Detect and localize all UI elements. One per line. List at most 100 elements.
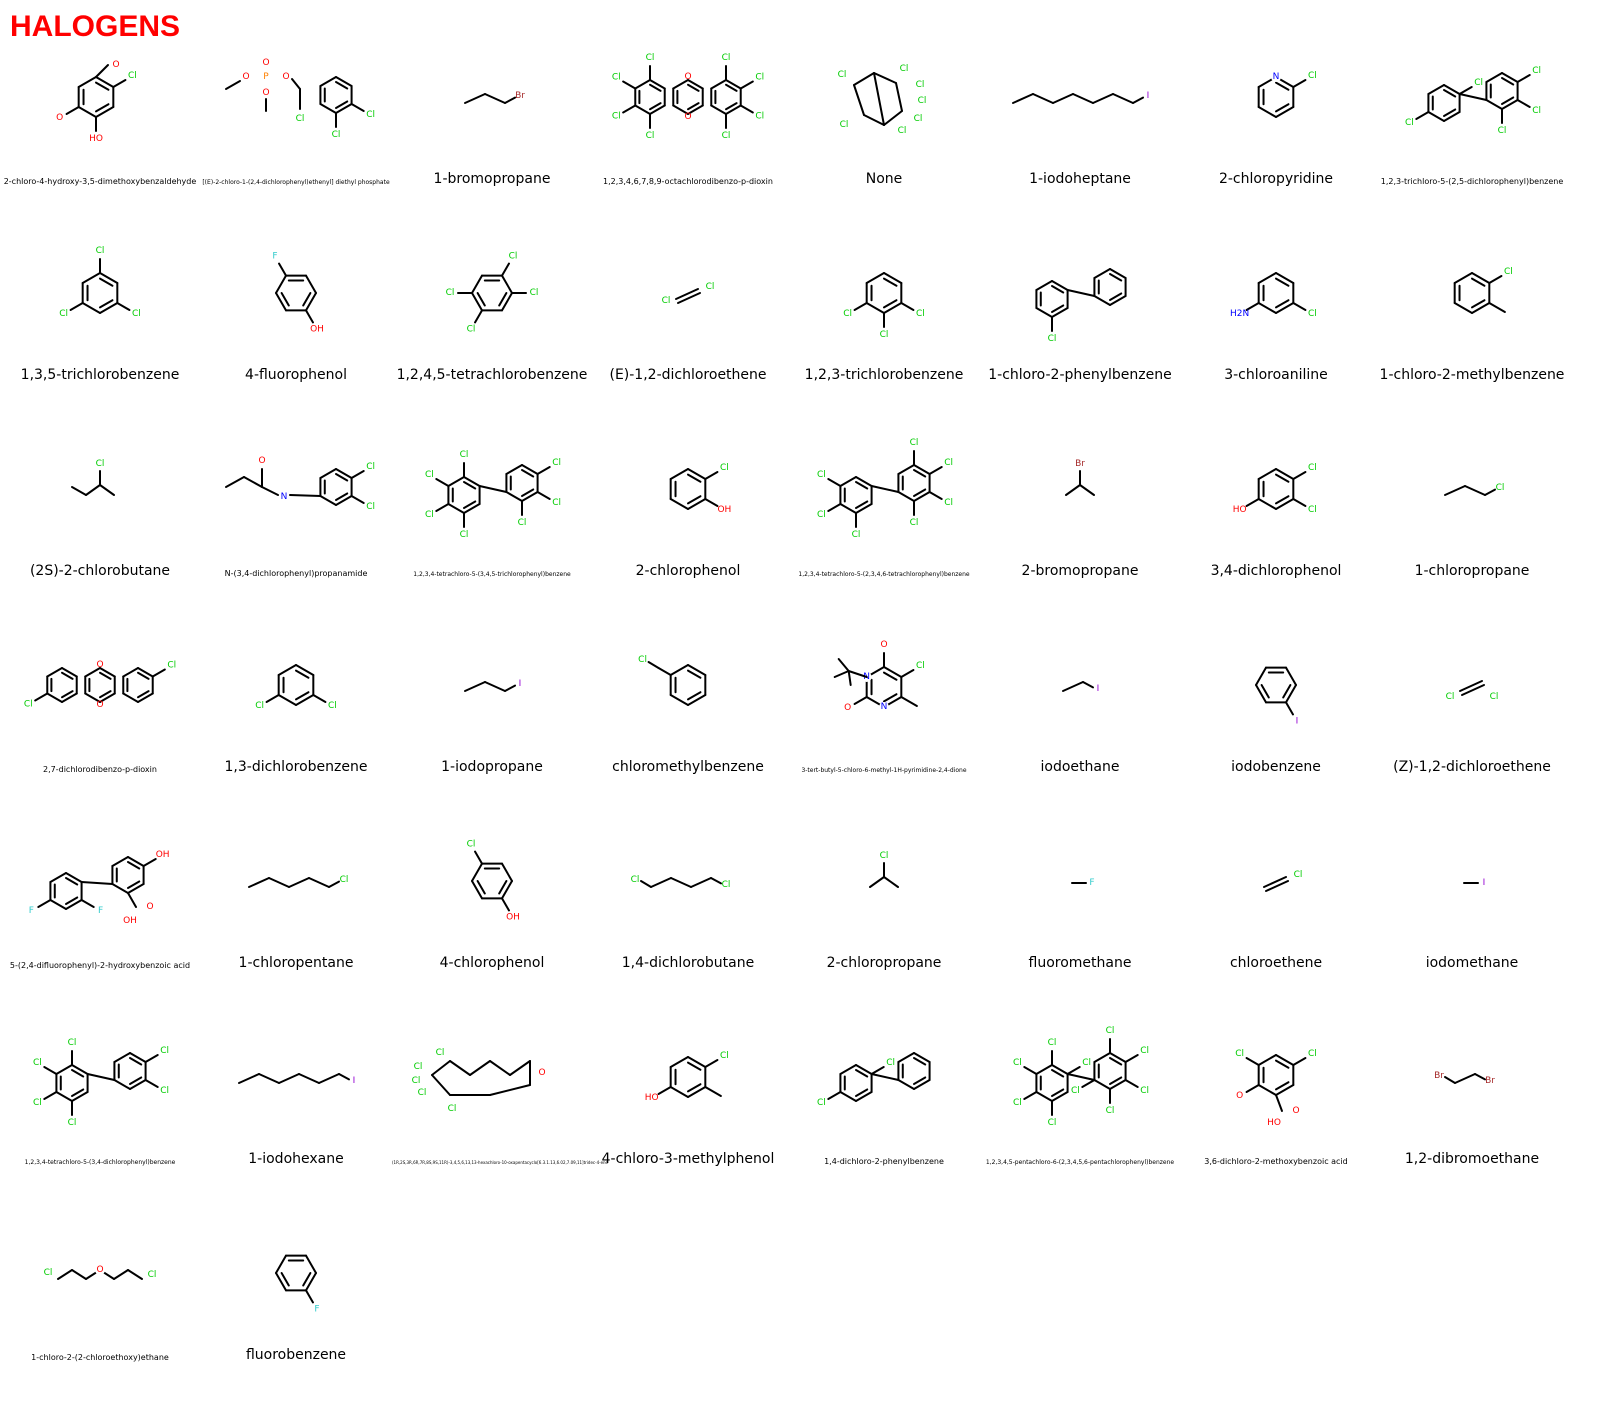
- ring-bond: [505, 491, 523, 502]
- chain-bond: [1444, 485, 1466, 496]
- atom-label: Cl: [638, 655, 647, 665]
- double-bond: [1260, 684, 1270, 699]
- molecule-cell: Cl(2S)-2-chlorobutane: [0, 437, 200, 637]
- atom-label: Cl: [24, 700, 33, 710]
- atom-label: Cl: [328, 701, 337, 711]
- double-bond: [335, 473, 349, 482]
- atom-label: Cl: [612, 73, 621, 83]
- ring-bond: [471, 292, 483, 312]
- double-bond: [335, 100, 349, 109]
- ring-bond: [1471, 302, 1491, 314]
- ring-bond: [319, 76, 337, 87]
- ring-bond: [687, 664, 707, 676]
- substituent-bond: [853, 696, 868, 705]
- ring-bond: [275, 1272, 287, 1292]
- biaryl-bond: [1458, 93, 1488, 101]
- bond: [833, 670, 850, 678]
- atom-label: Cl: [467, 840, 476, 850]
- atom-label: Cl: [1235, 1049, 1244, 1059]
- substituent-bond: [1292, 1057, 1307, 1066]
- ring-bond: [127, 856, 145, 867]
- double-bond: [99, 690, 112, 699]
- ring-bond: [505, 464, 523, 475]
- chain-bond: [268, 877, 290, 888]
- ring-bond: [46, 692, 63, 703]
- molecule-name: fluorobenzene: [245, 1347, 347, 1363]
- ring-bond: [71, 1064, 89, 1075]
- ring-bond: [687, 1086, 707, 1098]
- substituent-bond: [501, 897, 510, 912]
- atom-label: Cl: [1490, 692, 1499, 702]
- molecule-name: 1-chloropentane: [238, 955, 354, 971]
- ring-bond: [1051, 280, 1069, 291]
- ring-bond: [447, 476, 465, 487]
- double-bond: [1471, 277, 1486, 287]
- ring-bond: [61, 667, 78, 678]
- ring-bond: [81, 272, 101, 284]
- atom-label: Cl: [817, 470, 826, 480]
- chain-bond: [308, 877, 330, 888]
- substituent-bond: [1285, 701, 1294, 716]
- atom-label: Br: [515, 91, 525, 101]
- substituent-bond: [827, 1091, 842, 1100]
- ring-bond: [1427, 84, 1445, 95]
- ring-bond: [84, 667, 101, 678]
- ring-bond: [669, 498, 689, 510]
- atom-label: Cl: [509, 252, 518, 262]
- chain-bond: [278, 1073, 300, 1084]
- atom-label: Cl: [1294, 870, 1303, 880]
- structure-diagram: I: [1062, 681, 1099, 694]
- substituent-bond: [704, 498, 719, 507]
- atom-label: Cl: [167, 661, 176, 671]
- substituent-bond: [144, 1054, 159, 1063]
- atom-label: Cl: [910, 438, 919, 448]
- ring-bond: [897, 491, 915, 502]
- double-bond: [855, 481, 869, 490]
- chain-bond: [258, 1073, 280, 1084]
- atom-label: Cl: [944, 458, 953, 468]
- molecule-name: (2S)-2-chlorobutane: [29, 563, 171, 579]
- double-bond: [913, 1057, 927, 1066]
- atom-label: F: [98, 906, 103, 916]
- double-bond: [280, 292, 290, 307]
- double-bond: [855, 500, 869, 509]
- ring-bond: [669, 664, 689, 676]
- biaryl-bond: [478, 485, 508, 493]
- ring-bond: [277, 694, 297, 706]
- double-bond: [1443, 89, 1457, 98]
- substituent-bond: [278, 262, 287, 277]
- bond: [328, 880, 340, 888]
- ring-bond: [897, 1079, 915, 1090]
- chain-bond: [1062, 681, 1084, 692]
- double-bond: [1471, 299, 1486, 309]
- atom-label: Cl: [68, 1038, 77, 1048]
- molecule-name: 1-chloro-2-phenylbenzene: [988, 367, 1172, 383]
- substituent-bond: [1081, 1079, 1096, 1088]
- ring-bond: [687, 468, 707, 480]
- atom-label: Cl: [1140, 1086, 1149, 1096]
- double-bond: [1275, 1059, 1290, 1069]
- substituent-bond: [265, 694, 280, 703]
- ring-bond: [137, 667, 154, 678]
- substituent-bond: [704, 1059, 719, 1068]
- ring-bond: [77, 76, 97, 88]
- ring-bond: [305, 292, 317, 312]
- double-bond: [463, 500, 477, 509]
- molecule-name: 2,7-dichlorodibenzo-p-dioxin: [43, 765, 157, 774]
- ring-bond: [335, 76, 353, 87]
- ring-bond: [669, 468, 689, 480]
- molecule-name: (E)-1,2-dichloroethene: [609, 367, 767, 383]
- ring-bond: [275, 1254, 287, 1274]
- chain-bond: [1092, 93, 1114, 104]
- atom-label: Cl: [706, 282, 715, 292]
- atom-label: Cl: [612, 112, 621, 122]
